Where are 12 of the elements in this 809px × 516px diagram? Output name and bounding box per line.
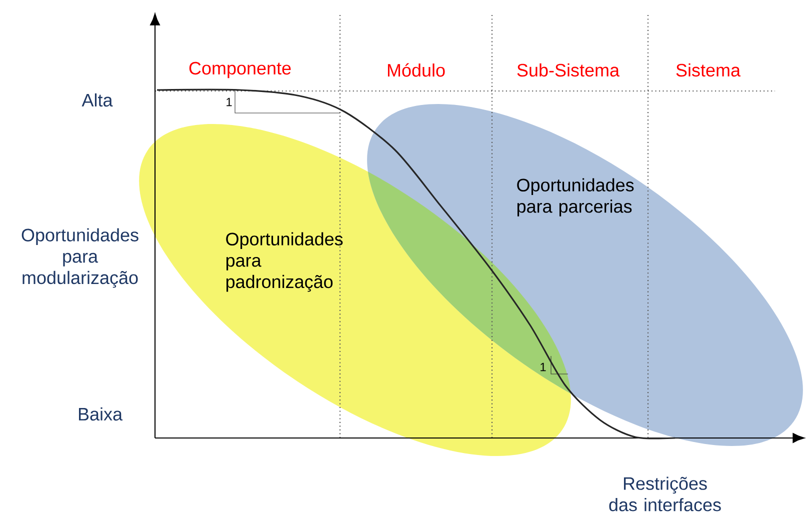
slope-label: 1: [226, 98, 232, 106]
category-label: Sub-Sistema: [517, 63, 620, 77]
region-label: Oportunidades para padronização: [226, 232, 343, 292]
category-label: Sistema: [676, 63, 741, 77]
region-label: Oportunidades para parcerias: [517, 178, 634, 216]
axis-label: Oportunidades para modularização: [22, 228, 138, 288]
axis-label: Baixa: [78, 407, 123, 421]
category-label: Módulo: [388, 63, 445, 77]
category-label: Componente: [189, 62, 291, 78]
slope-label: 1: [540, 362, 546, 372]
axis-label: Alta: [82, 93, 113, 107]
axis-label: Restrições das interfaces: [609, 476, 721, 512]
